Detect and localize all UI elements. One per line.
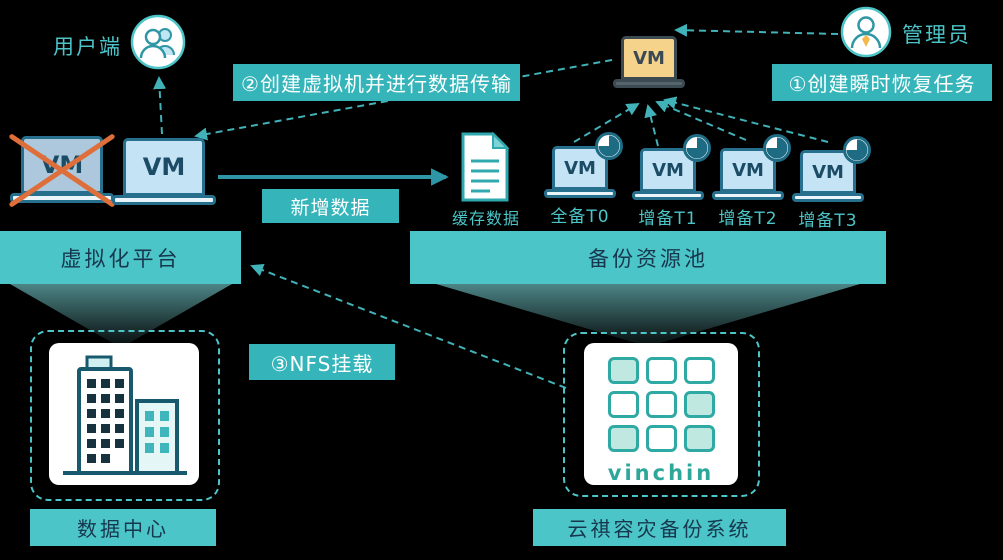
grid-square: [608, 357, 639, 384]
vm-label: VM: [564, 157, 596, 179]
user-label: 用户端: [53, 35, 122, 59]
recovered-vm-screen: VM: [621, 36, 677, 80]
virtualization-platform-bar: 虚拟化平台: [0, 231, 241, 284]
datacenter-container: [30, 330, 220, 501]
grid-square: [684, 357, 715, 384]
users-icon: [130, 14, 186, 70]
admin-label: 管理员: [902, 23, 971, 47]
cache-data-label: 缓存数据: [451, 209, 520, 228]
backup-t0-laptop: VM: [544, 132, 623, 198]
laptop-base: [112, 195, 216, 205]
laptop-base: [544, 189, 616, 198]
arrow-backup-t1-to-vm: [644, 104, 659, 147]
grid-square: [684, 425, 715, 452]
vm-label: VM: [732, 159, 764, 181]
laptop-base: [632, 191, 704, 200]
backup-t3-label: 增备T3: [798, 211, 858, 231]
grid-square: [646, 357, 677, 384]
active-vm-laptop: VM: [112, 138, 216, 205]
grid-square: [608, 391, 639, 418]
grid-square: [684, 391, 715, 418]
backup-t0-label: 全备T0: [550, 207, 610, 227]
grid-square: [646, 391, 677, 418]
backup-t2-laptop: VM: [712, 134, 791, 200]
step1-create-recovery-box: ①创建瞬时恢复任务: [772, 64, 992, 101]
vm-screen: VM: [800, 150, 856, 194]
failed-vm-laptop: VM: [8, 133, 116, 208]
admin-icon: [840, 6, 892, 58]
snapshot-icon: [842, 135, 872, 165]
grid-square: [646, 425, 677, 452]
active-vm-screen: VM: [123, 138, 205, 196]
snapshot-icon: [594, 131, 624, 161]
vinchin-system-bar: 云祺容灾备份系统: [533, 509, 786, 546]
vm-label: VM: [812, 161, 844, 183]
vm-label: VM: [652, 159, 684, 181]
datacenter-card: [49, 343, 199, 485]
arrow-vm-to-user: [153, 76, 167, 135]
snapshot-icon: [682, 133, 712, 163]
backup-t3-laptop: VM: [792, 136, 871, 202]
vinchin-wordmark: vinchin: [607, 461, 715, 485]
arrow-admin-to-recovered-vm: [674, 23, 839, 37]
vinchin-logo-card: vinchin: [584, 343, 738, 485]
backup-t1-laptop: VM: [632, 134, 711, 200]
vinchin-grid-icon: [608, 357, 716, 452]
vm-label: VM: [633, 47, 665, 69]
laptop-base: [792, 193, 864, 202]
laptop-base: [613, 79, 685, 88]
grid-square: [608, 425, 639, 452]
recovered-vm-laptop: VM: [612, 36, 686, 88]
vm-label: VM: [142, 153, 186, 181]
backup-resource-pool-bar: 备份资源池: [410, 231, 886, 284]
snapshot-icon: [762, 133, 792, 163]
backup-t1-label: 增备T1: [638, 209, 698, 229]
backup-t2-label: 增备T2: [718, 209, 778, 229]
laptop-base: [712, 191, 784, 200]
new-data-label-box: 新增数据: [262, 189, 399, 223]
datacenter-bar: 数据中心: [30, 509, 216, 546]
building-icon: [63, 355, 187, 475]
step3-nfs-mount-box: ③NFS挂载: [249, 344, 395, 380]
step2-create-vm-box: ②创建虚拟机并进行数据传输: [233, 64, 520, 101]
vinchin-container: vinchin: [563, 332, 760, 497]
cache-document-icon: [460, 131, 510, 203]
vm-label: VM: [40, 151, 84, 179]
